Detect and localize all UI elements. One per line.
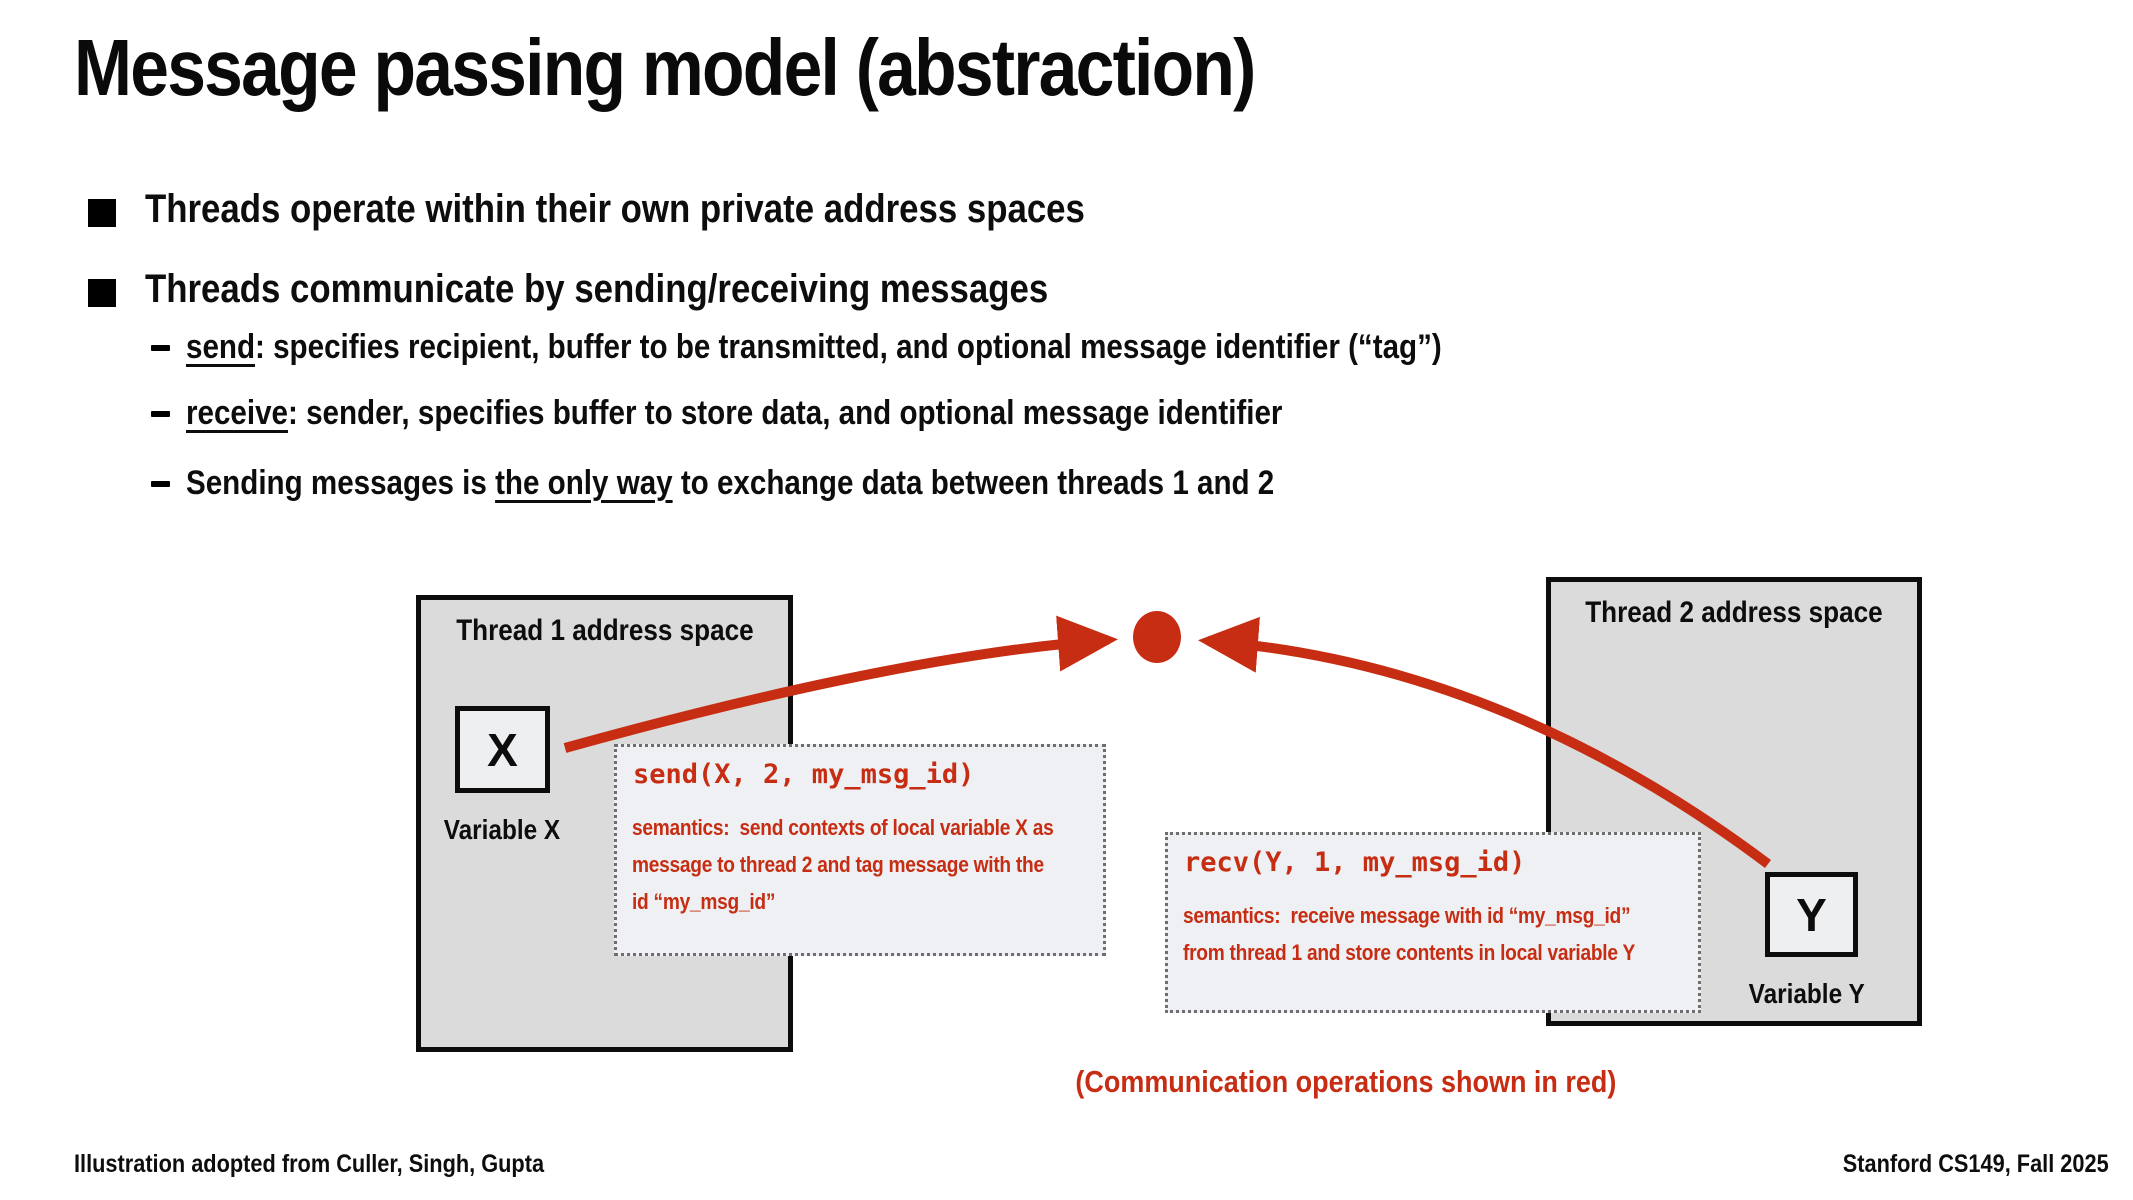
recv-code-line: recv(Y, 1, my_msg_id) (1184, 847, 1526, 878)
page-title: Message passing model (abstraction) (74, 23, 1256, 112)
variable-y-label: Variable Y (1748, 978, 1866, 1009)
recv-semantics-line-1: semantics: receive message with id “my_m… (1183, 903, 1631, 928)
recv-semantics-line-2: from thread 1 and store contents in loca… (1183, 940, 1635, 965)
send-semantics-line-2: message to thread 2 and tag message with… (632, 852, 1044, 877)
variable-y-box: Y (1765, 872, 1858, 957)
recv-code-box: recv(Y, 1, my_msg_id) semantics: receive… (1165, 832, 1701, 1013)
footer-course: Stanford CS149, Fall 2025 (1843, 1150, 2109, 1178)
footer-attribution: Illustration adopted from Culler, Singh,… (74, 1150, 545, 1178)
bullet-item-2: Threads communicate by sending/receiving… (145, 267, 1049, 311)
bullet-square-icon (88, 279, 116, 307)
variable-y-value: Y (1796, 888, 1827, 941)
bullet-item-1: Threads operate within their own private… (145, 187, 1085, 231)
send-semantics-line-1: semantics: send contexts of local variab… (632, 815, 1054, 840)
sub-bullet-dash-icon (151, 411, 170, 417)
send-code-box: send(X, 2, my_msg_id) semantics: send co… (614, 744, 1106, 956)
sub-bullet-send: send: specifies recipient, buffer to be … (186, 328, 1442, 366)
sub-bullet-dash-icon (151, 481, 170, 487)
variable-x-label: Variable X (443, 814, 561, 845)
thread2-title: Thread 2 address space (1585, 596, 1883, 629)
sub-bullet-receive: receive: sender, specifies buffer to sto… (186, 394, 1283, 432)
thread1-title: Thread 1 address space (455, 614, 754, 647)
variable-x-value: X (487, 723, 518, 776)
send-semantics-line-3: id “my_msg_id” (632, 889, 776, 914)
communication-note: (Communication operations shown in red) (1075, 1064, 1617, 1099)
send-code-line: send(X, 2, my_msg_id) (633, 759, 975, 790)
sub-bullet-dash-icon (151, 345, 170, 351)
variable-x-box: X (455, 706, 550, 793)
sub-bullet-only-way: Sending messages is the only way to exch… (186, 464, 1275, 502)
bullet-square-icon (88, 199, 116, 227)
rendezvous-dot (1133, 611, 1181, 663)
